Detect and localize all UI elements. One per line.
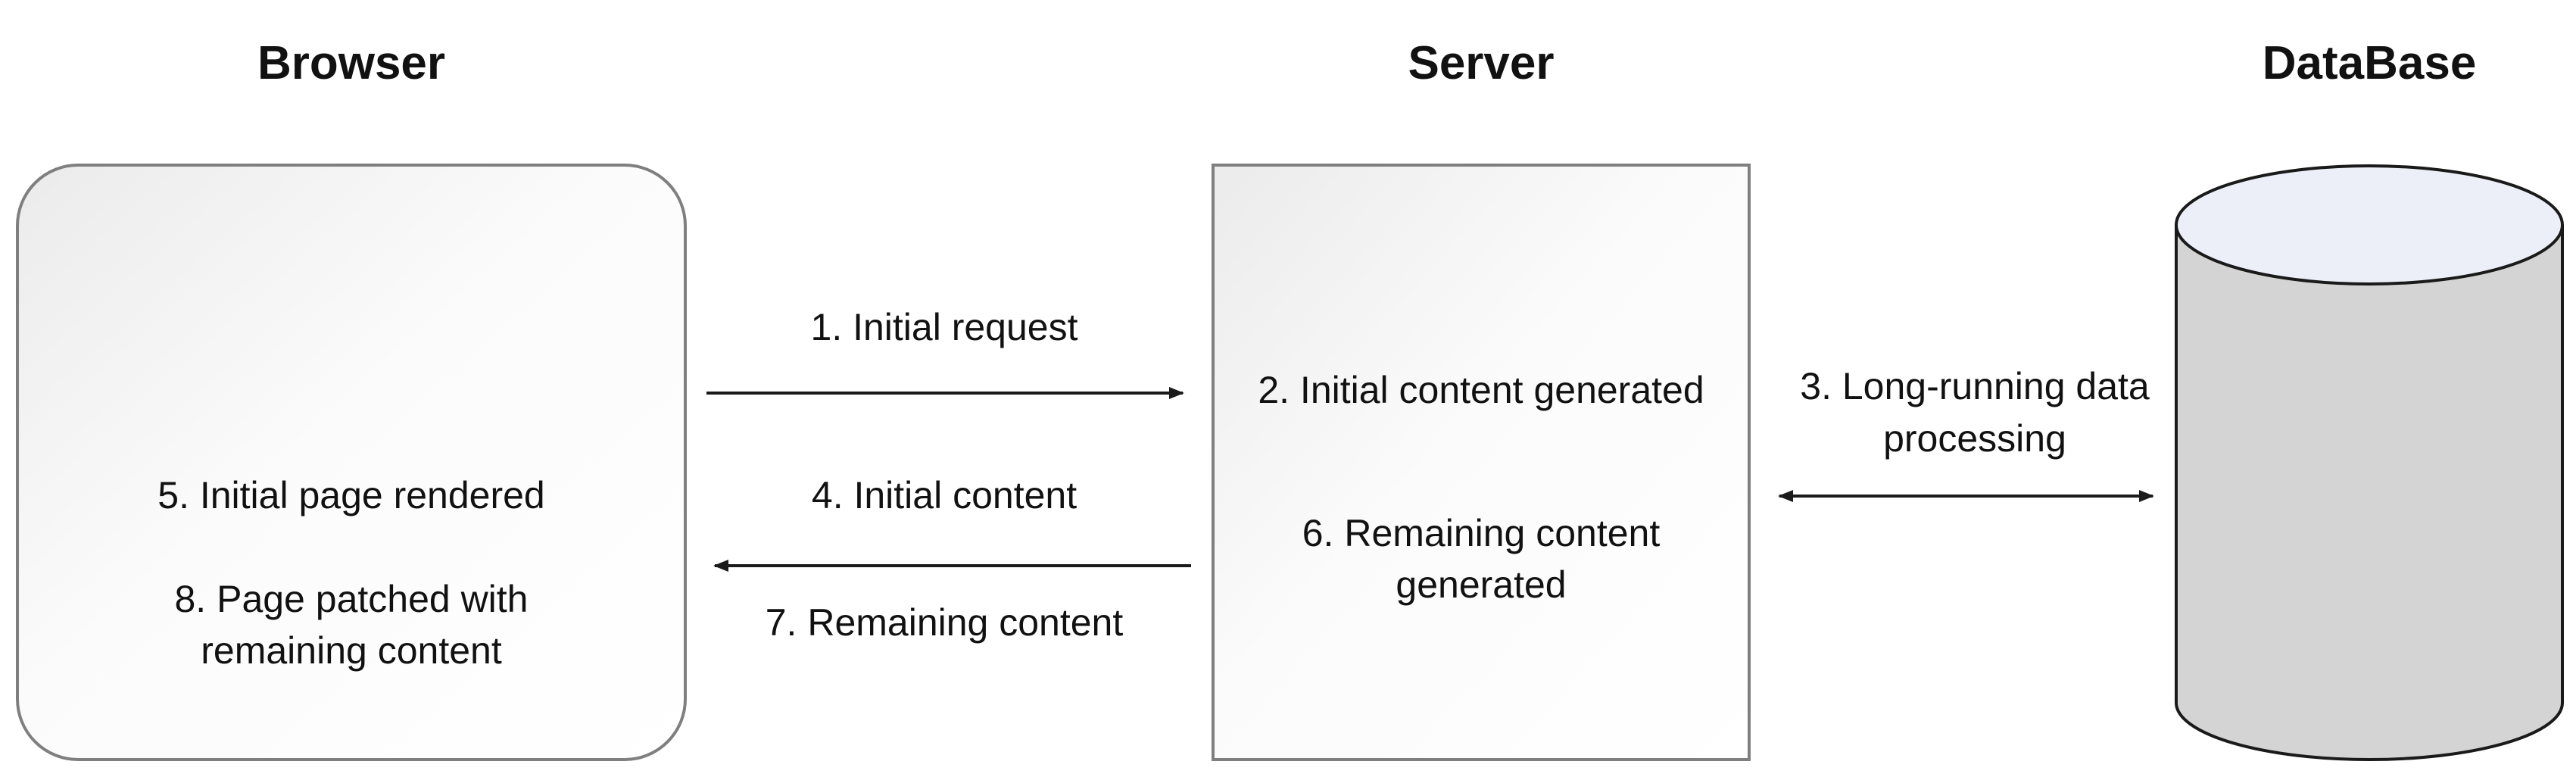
step3-line1: 3. Long-running data — [1800, 365, 2150, 407]
server-heading: Server — [1408, 37, 1555, 89]
step3-line2: processing — [1883, 417, 2066, 460]
step7-label: 7. Remaining content — [765, 601, 1124, 644]
server-box — [1212, 164, 1751, 761]
browser-box — [16, 164, 687, 761]
server-step6-line2: generated — [1396, 563, 1567, 606]
server-step6-line1: 6. Remaining content — [1302, 512, 1661, 554]
browser-step8-line2: remaining content — [201, 629, 502, 672]
database-heading: DataBase — [2262, 37, 2477, 89]
server-step2-label: 2. Initial content generated — [1258, 369, 1704, 411]
step1-label: 1. Initial request — [810, 306, 1078, 348]
browser-heading: Browser — [257, 37, 446, 89]
browser-step8-line1: 8. Page patched with — [174, 578, 529, 620]
step4-label: 4. Initial content — [811, 474, 1077, 516]
database-cylinder — [2175, 164, 2564, 761]
browser-step5-label: 5. Initial page rendered — [157, 474, 545, 516]
